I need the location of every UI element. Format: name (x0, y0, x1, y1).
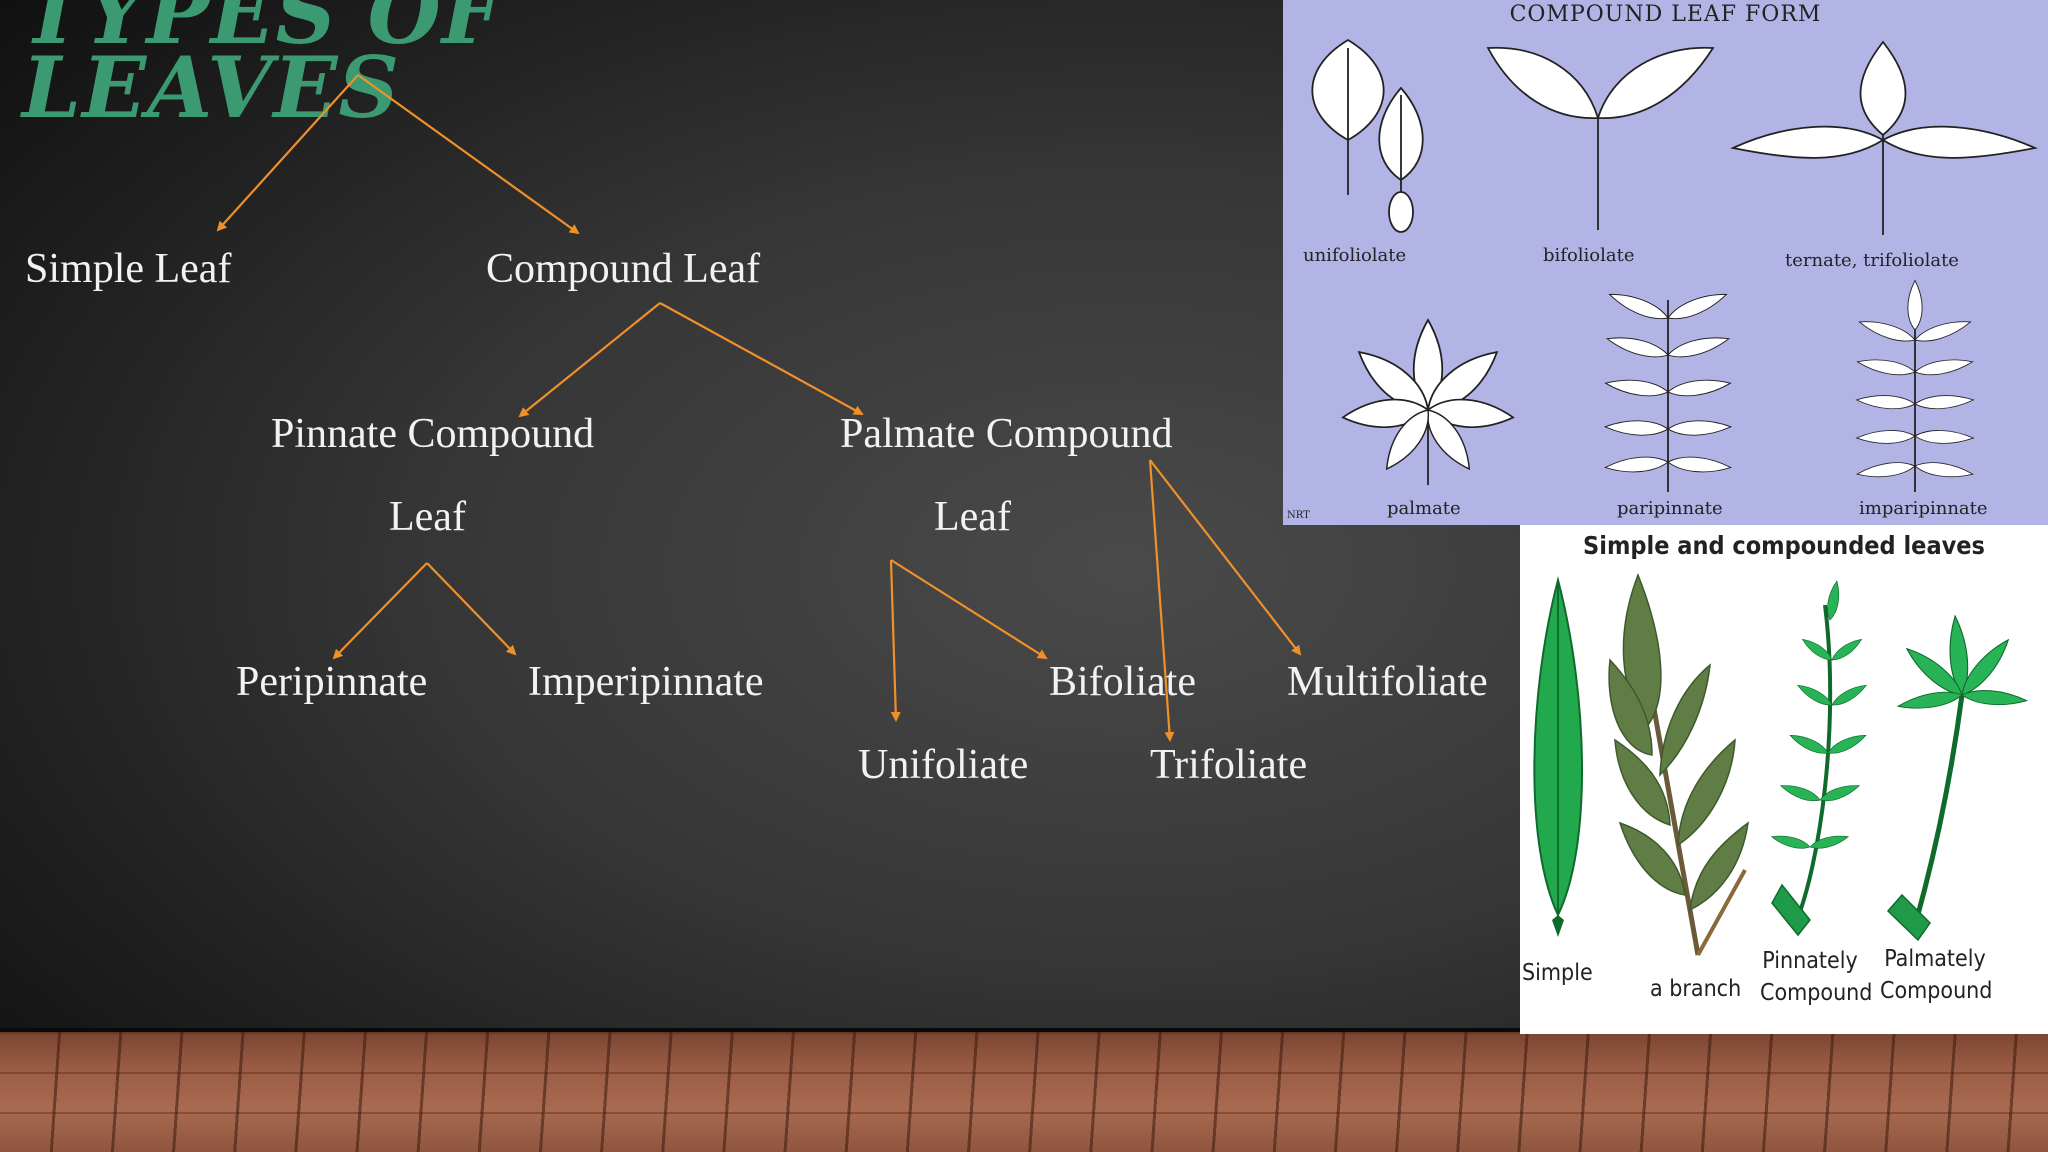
label-paripinnate: paripinnate (1617, 498, 1723, 519)
node-simple-leaf: Simple Leaf (25, 246, 232, 292)
arrow-to-palmate (659, 302, 864, 415)
arrow-to-trifoliate (1148, 459, 1175, 742)
leaf-photo-drawings (1533, 572, 2028, 956)
arrow-to-compound-leaf (357, 74, 580, 235)
label-palmate: palmate (1387, 498, 1461, 519)
compound-leaf-form-figure: COMPOUND LEAF FORM (1283, 0, 2048, 525)
simple-compound-leaves-figure: Simple and compounded leaves (1520, 525, 2048, 1034)
label-bifoliolate: bifoliolate (1543, 245, 1635, 266)
node-multifoliate: Multifoliate (1287, 659, 1488, 705)
arrow-to-bifoliate (890, 559, 1048, 660)
title-line-1: TYPES OF (22, 0, 503, 63)
arrow-to-pinnate (518, 302, 661, 418)
node-trifoliate: Trifoliate (1150, 742, 1308, 788)
simple-leaf-illustration (1533, 576, 1584, 937)
title-line-2: LEAVES (22, 38, 401, 137)
node-peripinnate: Peripinnate (236, 659, 428, 705)
node-bifoliate: Bifoliate (1049, 659, 1196, 705)
label-unifoliolate: unifoliolate (1303, 245, 1407, 266)
label-simple: Simple (1522, 960, 1593, 986)
figure-title: Simple and compounded leaves (1583, 531, 1985, 560)
branch-illustration (1608, 572, 1749, 956)
palmately-compound-illustration (1886, 614, 2028, 942)
node-pinnate-line2: Leaf (389, 494, 466, 540)
arrow-to-unifoliate (889, 559, 901, 722)
arrow-to-multifoliate (1149, 459, 1302, 656)
paripinnate-leaf-icon (1603, 287, 1733, 492)
label-imparipinnate: imparipinnate (1859, 498, 1988, 519)
node-pinnate-line1: Pinnate Compound (271, 411, 595, 457)
pinnately-compound-illustration (1770, 579, 1870, 937)
imparipinnate-leaf-icon (1855, 280, 1975, 492)
leaf-form-drawings (1311, 38, 2038, 492)
node-compound-leaf: Compound Leaf (486, 246, 761, 292)
node-unifoliate: Unifoliate (858, 742, 1029, 788)
node-imperipinnate: Imperipinnate (528, 659, 764, 705)
label-pinnately-compound: Pinnately Compound (1760, 948, 1873, 1006)
figure-title: COMPOUND LEAF FORM (1509, 2, 1822, 27)
palmate-leaf-icon (1340, 319, 1516, 485)
arrow-to-simple-leaf (216, 74, 359, 232)
label-ternate: ternate, trifoliolate (1785, 250, 1959, 271)
label-palmately-compound: Palmately Compound (1880, 946, 1993, 1004)
node-palmate-line2: Leaf (934, 494, 1011, 540)
wood-floor (0, 1032, 2048, 1152)
arrow-to-imperipinnate (426, 562, 517, 656)
arrow-to-peripinnate (332, 562, 428, 660)
bifoliolate-leaf-icon (1486, 46, 1715, 230)
floor-edge (0, 1028, 2048, 1034)
unifoliolate-leaf-icon (1311, 38, 1424, 233)
ternate-leaf-icon (1730, 40, 2038, 235)
node-palmate-line1: Palmate Compound (840, 411, 1173, 457)
figure-credit: NRT (1287, 510, 1310, 521)
label-branch: a branch (1650, 976, 1742, 1002)
